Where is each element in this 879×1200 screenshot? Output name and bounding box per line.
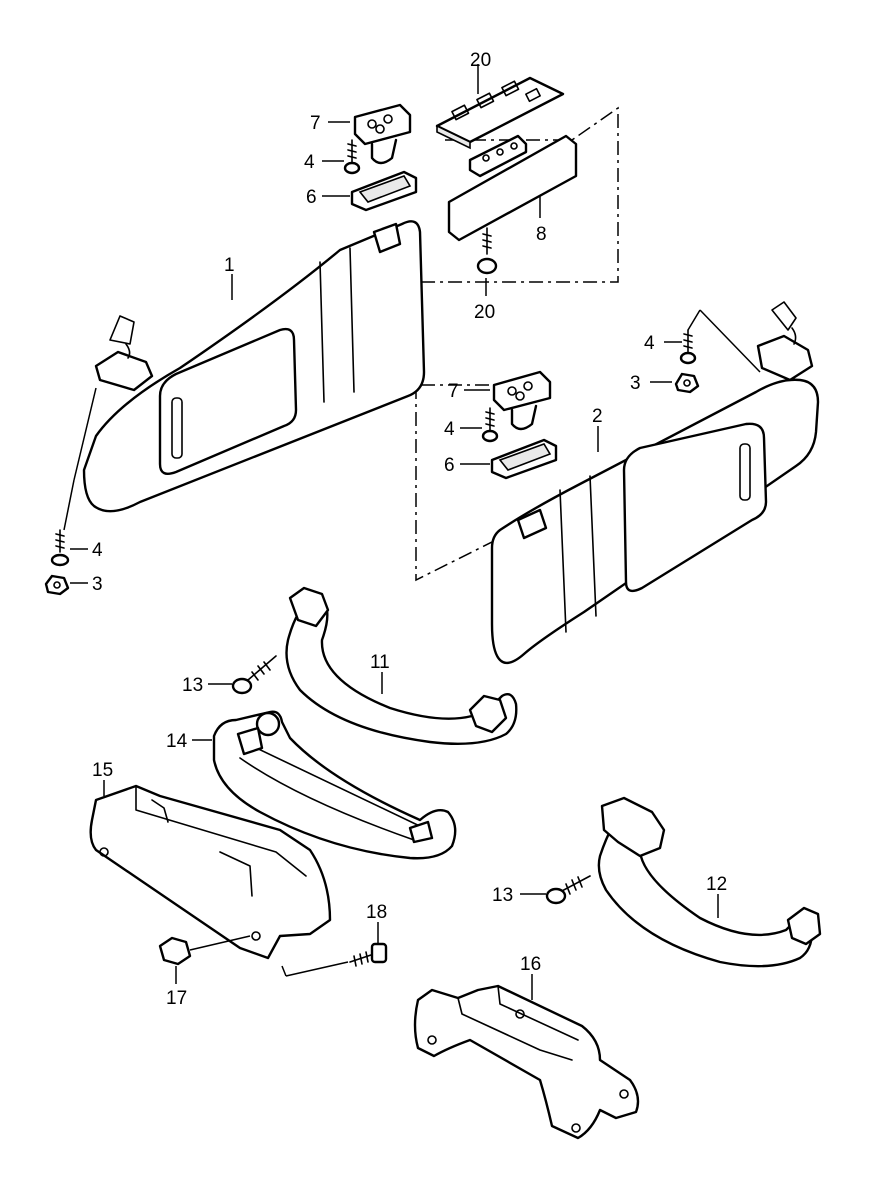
callout-labels: 20 7 4 6 8 1 20 4 3 7 4 6 2 4 3 13 11 14…	[92, 50, 727, 1009]
grab-handle-base-part	[212, 710, 457, 860]
label-16: 16	[520, 954, 541, 975]
screw-left-lower-part	[50, 387, 97, 567]
vanity-mirror-part	[447, 134, 578, 242]
label-9: 20	[470, 50, 491, 71]
clip-nut-right-part	[674, 372, 700, 394]
label-14: 14	[166, 731, 188, 752]
label-11: 11	[370, 652, 390, 673]
nut-part	[158, 935, 251, 966]
label-4-left-lower: 4	[92, 540, 103, 561]
mount-bracket-lower-part	[492, 370, 552, 431]
label-4-right-mid: 4	[444, 419, 455, 440]
cover-cap-lower-part	[490, 438, 558, 480]
screw-right-mid-part	[481, 407, 499, 443]
label-18: 18	[366, 902, 387, 923]
label-3-right: 3	[630, 373, 641, 394]
leader-lines	[70, 64, 719, 1000]
sunvisor-right-part	[490, 301, 820, 665]
handle-screw-front-part	[231, 655, 277, 695]
screw-right-upper-part	[679, 329, 697, 365]
label-7-lower: 7	[448, 381, 459, 402]
bolt-part	[281, 942, 388, 977]
label-6-upper: 6	[306, 187, 317, 208]
label-4-right-upper: 4	[644, 333, 655, 354]
grab-handle-rear-part	[597, 796, 822, 968]
bracket-right-part	[413, 984, 640, 1140]
label-6-lower: 6	[444, 455, 455, 476]
label-8: 8	[536, 224, 547, 245]
grab-handle-front-part	[285, 586, 518, 745]
label-20: 20	[474, 302, 495, 323]
mirror-frame-part	[435, 76, 565, 150]
cover-cap-upper-part	[350, 170, 418, 212]
label-13-rear: 13	[492, 885, 513, 906]
support-bracket-part	[89, 784, 332, 960]
clip-nut-left-part	[44, 574, 70, 596]
label-13-front: 13	[182, 675, 203, 696]
mirror-screw-part	[476, 227, 498, 275]
label-3-left: 3	[92, 574, 103, 595]
handle-screw-rear-part	[545, 875, 591, 905]
mount-bracket-upper-part	[353, 103, 412, 165]
label-1: 1	[224, 255, 235, 276]
screw-upper-left-part	[343, 139, 361, 175]
label-4-upper-left: 4	[304, 152, 315, 173]
label-17: 17	[166, 988, 187, 1009]
sunvisor-left-part	[82, 220, 426, 513]
label-15: 15	[92, 760, 113, 781]
label-12: 12	[706, 874, 727, 895]
label-7-upper: 7	[310, 113, 321, 134]
label-2: 2	[592, 406, 603, 427]
